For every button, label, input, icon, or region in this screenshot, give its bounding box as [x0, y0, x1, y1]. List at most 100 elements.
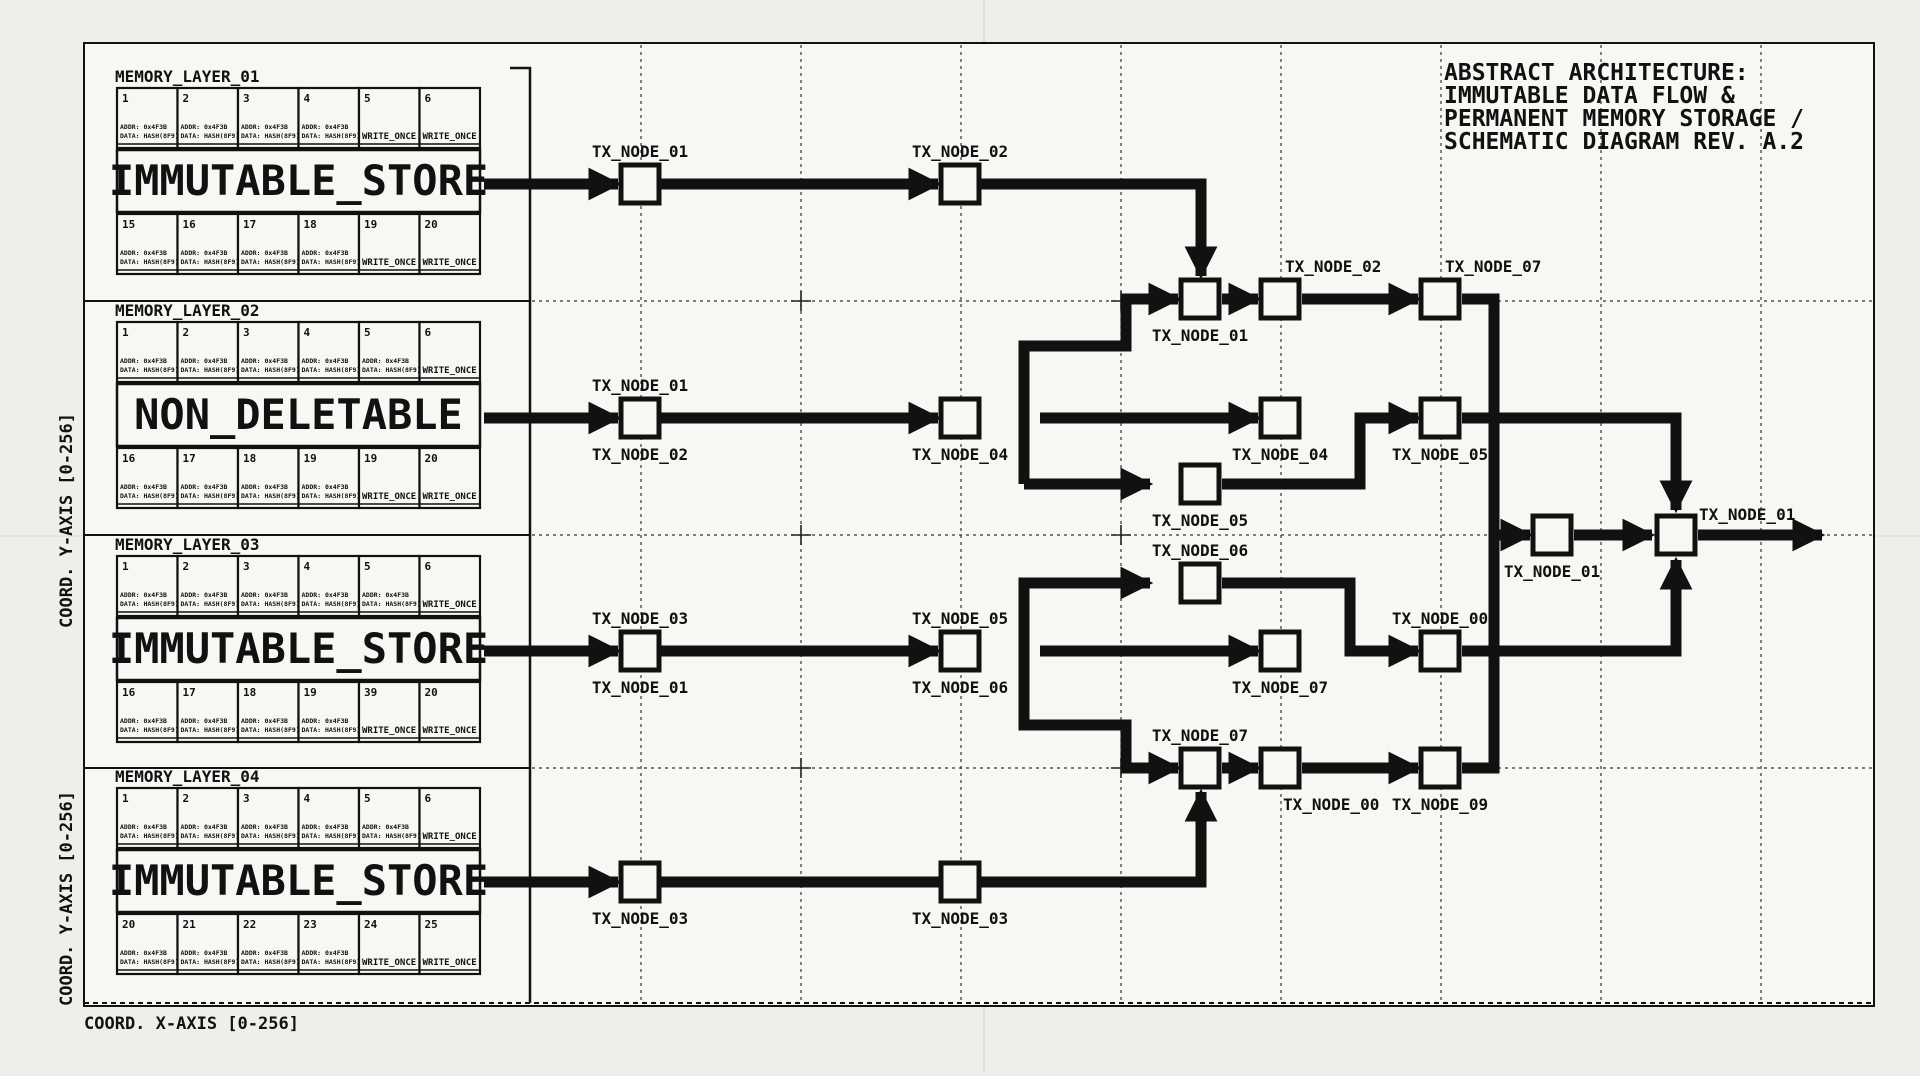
memory-cell-box	[176, 86, 240, 150]
memory-cell-number: 2	[183, 326, 190, 339]
memory-cell-number: 20	[425, 686, 438, 699]
memory-cell-box	[297, 786, 361, 850]
memory-cell-data: DATA: HASH(8F9)	[181, 600, 240, 608]
tx-node-label: TX_NODE_01	[1699, 505, 1795, 524]
memory-cell-data: DATA: HASH(8F9)	[120, 600, 179, 608]
dotted-grid	[84, 45, 1872, 1003]
memory-cell-number: 6	[425, 326, 432, 339]
tx-node-box	[618, 162, 662, 206]
wire	[1462, 556, 1693, 657]
memory-cell-number: 19	[364, 218, 377, 231]
memory-cell-data: DATA: HASH(8F9)	[362, 600, 421, 608]
memory-cell-write-once: WRITE_ONCE	[362, 132, 416, 142]
memory-cell-box	[176, 554, 240, 618]
memory-cell-data: DATA: HASH(8F9)	[302, 958, 361, 966]
memory-cell-address: ADDR: 0x4F3B	[120, 357, 167, 365]
store-band	[115, 848, 482, 914]
memory-cell-box	[418, 446, 482, 510]
memory-cell-address: ADDR: 0x4F3B	[120, 591, 167, 599]
tx-node-box	[938, 860, 982, 904]
title-block: ABSTRACT ARCHITECTURE: IMMUTABLE DATA FL…	[1444, 60, 1804, 155]
memory-cell-number: 5	[364, 92, 371, 105]
wire	[1018, 566, 1154, 651]
tx-node: TX_NODE_07	[1418, 257, 1541, 321]
memory-cell-address: ADDR: 0x4F3B	[120, 823, 167, 831]
memory-cell-box	[115, 912, 179, 976]
memory-cell-address: ADDR: 0x4F3B	[181, 949, 228, 957]
flow-wires	[484, 167, 1826, 899]
memory-cell-write-once: WRITE_ONCE	[423, 832, 477, 842]
tx-node-box	[1418, 277, 1462, 321]
memory-cell-number: 19	[364, 452, 377, 465]
memory-cell-box	[297, 554, 361, 618]
tx-node-box	[1418, 629, 1462, 673]
memory-cell-write-once: WRITE_ONCE	[423, 366, 477, 376]
store-label: IMMUTABLE_STORE	[109, 624, 488, 673]
tx-node-label: TX_NODE_05	[912, 609, 1008, 628]
memory-cell-address: ADDR: 0x4F3B	[120, 483, 167, 491]
memory-cell-number: 22	[243, 918, 256, 931]
memory-cell-address: ADDR: 0x4F3B	[302, 123, 349, 131]
memory-cell-number: 24	[364, 918, 378, 931]
y-axis-label-upper: COORD. Y-AXIS [0-256]	[57, 413, 77, 628]
memory-cell-box	[236, 212, 300, 276]
memory-cell-address: ADDR: 0x4F3B	[302, 949, 349, 957]
tx-node-label: TX_NODE_05	[1152, 511, 1248, 530]
tx-node-box	[1178, 462, 1222, 506]
tx-node-label: TX_NODE_09	[1392, 795, 1488, 814]
memory-cell-box	[297, 320, 361, 384]
memory-cell-data: DATA: HASH(8F9)	[362, 366, 421, 374]
memory-cell-box	[176, 446, 240, 510]
memory-cell-number: 2	[183, 560, 190, 573]
tx-node: TX_NODE_03	[912, 860, 1008, 928]
memory-cell-data: DATA: HASH(8F9)	[181, 132, 240, 140]
memory-cell-data: DATA: HASH(8F9)	[120, 132, 179, 140]
tx-node-label: TX_NODE_03	[592, 909, 688, 928]
memory-cell-number: 20	[425, 452, 438, 465]
memory-cell-box	[176, 212, 240, 276]
memory-cell-number: 39	[364, 686, 377, 699]
title-line: ABSTRACT ARCHITECTURE:	[1444, 60, 1749, 86]
memory-cell-address: ADDR: 0x4F3B	[120, 123, 167, 131]
tx-node-box	[938, 396, 982, 440]
memory-cell-address: ADDR: 0x4F3B	[181, 357, 228, 365]
memory-cell-box	[176, 912, 240, 976]
memory-cell-data: DATA: HASH(8F9)	[362, 832, 421, 840]
memory-cell-data: DATA: HASH(8F9)	[241, 258, 300, 266]
memory-cell-number: 20	[122, 918, 135, 931]
memory-cell-box	[297, 912, 361, 976]
tx-node: TX_NODE_05	[1392, 396, 1488, 464]
store-label: IMMUTABLE_STORE	[109, 156, 488, 205]
tx-node-box	[1258, 746, 1302, 790]
tx-node-label: TX_NODE_03	[592, 609, 688, 628]
memory-cell-write-once: WRITE_ONCE	[362, 258, 416, 268]
tx-node: TX_NODE_00	[1392, 609, 1488, 673]
memory-cell-data: DATA: HASH(8F9)	[241, 492, 300, 500]
tx-node-label: TX_NODE_07	[1152, 726, 1248, 745]
y-axis-label-lower: COORD. Y-AXIS [0-256]	[57, 791, 77, 1006]
tx-node-label: TX_NODE_07	[1445, 257, 1541, 276]
memory-cell-box	[236, 320, 300, 384]
wire	[1018, 282, 1182, 484]
memory-cell-address: ADDR: 0x4F3B	[302, 483, 349, 491]
memory-cell-number: 18	[243, 686, 256, 699]
memory-cell-number: 2	[183, 792, 190, 805]
memory-cell-number: 3	[243, 792, 250, 805]
tx-node: TX_NODE_01	[1152, 277, 1248, 345]
memory-cell-data: DATA: HASH(8F9)	[241, 832, 300, 840]
memory-cell-address: ADDR: 0x4F3B	[302, 591, 349, 599]
memory-cell-data: DATA: HASH(8F9)	[241, 726, 300, 734]
memory-cell-address: ADDR: 0x4F3B	[362, 823, 409, 831]
